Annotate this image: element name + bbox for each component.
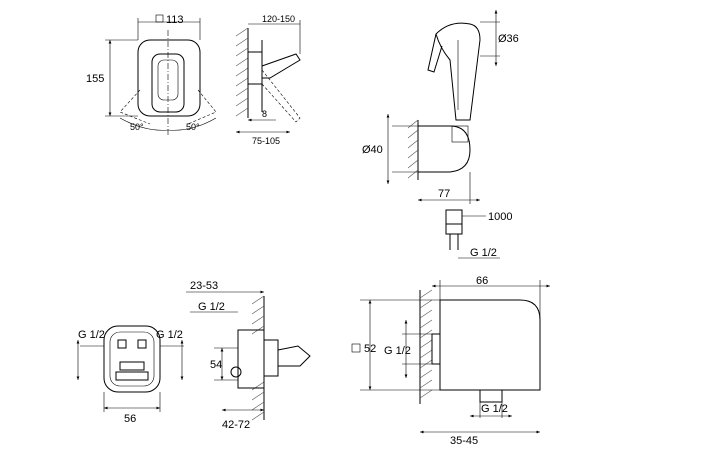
- body-thread-right-label: G 1/2: [156, 329, 183, 341]
- holder-clip: [451, 125, 469, 143]
- box-cartridge: [277, 345, 311, 367]
- outlet-nipple: [479, 389, 503, 403]
- outlet-wall-range-label: 35-45: [450, 435, 478, 447]
- handshower-diameter-label: Ø36: [498, 33, 519, 45]
- valve-plate: [137, 39, 201, 117]
- handshower-trigger: [427, 33, 443, 73]
- side-depth-label: 120-150: [262, 14, 295, 24]
- body-port-tr: [137, 339, 147, 349]
- lever-side: [261, 53, 301, 79]
- angle-arc-right: [167, 117, 217, 131]
- holder-depth-label: 77: [438, 188, 450, 200]
- box-wall-range-label: 42-72: [222, 419, 250, 431]
- lever-rotation-left: [119, 89, 151, 125]
- handshower-view: Ø36 Ø40 77: [362, 10, 519, 204]
- body-port-center: [119, 361, 145, 371]
- hose-view: 1000 G 1/2: [445, 209, 512, 259]
- lever-rotation-right: [187, 89, 217, 125]
- side-offset-label: 8: [262, 109, 267, 119]
- body-inner: [109, 331, 155, 387]
- valve-height-label: 155: [86, 73, 104, 85]
- wall-hatch: [235, 27, 249, 117]
- outlet-thread-in-label: G 1/2: [384, 345, 411, 357]
- box-body: [237, 329, 265, 389]
- wall-outlet-view: 66 52 G 1/2 G 1/2 35-45: [351, 275, 550, 447]
- angle-right-label: 50°: [186, 122, 200, 132]
- body-port-bottom: [115, 371, 149, 381]
- concealed-box-side-view: 23-53 G 1/2 54 42-72: [186, 280, 311, 431]
- outlet-thread-out-label: G 1/2: [481, 403, 508, 415]
- body-port-tl: [117, 339, 127, 349]
- valve-side-view: 120-150 8 75-105: [235, 14, 301, 146]
- hose-length-label: 1000: [488, 211, 512, 223]
- box-wall-hatch: [251, 295, 265, 421]
- hose-thread-label: G 1/2: [470, 247, 497, 259]
- holder-body: [418, 125, 471, 173]
- outlet-square-label: 52: [364, 343, 376, 355]
- box-sleeve: [263, 339, 279, 377]
- valve-width-label: 113: [166, 14, 184, 26]
- box-thread-label: G 1/2: [198, 301, 225, 313]
- handshower-head: [435, 22, 481, 121]
- body-outline: [103, 325, 161, 393]
- outlet-inlet-stub: [431, 333, 441, 365]
- body-width-label: 56: [124, 413, 136, 425]
- holder-wall-hatch: [407, 119, 419, 179]
- outlet-depth-label: 66: [476, 275, 488, 287]
- box-height-label: 54: [210, 359, 222, 371]
- holder-diameter-label: Ø40: [362, 144, 383, 156]
- concealed-body-front-view: G 1/2 G 1/2 56: [76, 325, 184, 425]
- angle-arc-left: [119, 117, 169, 131]
- box-inlet-port: [230, 366, 242, 378]
- box-depth-label: 23-53: [190, 280, 218, 292]
- body-thread-left-label: G 1/2: [78, 329, 105, 341]
- outlet-wall-hatch: [419, 289, 433, 399]
- outlet-body: [439, 299, 541, 391]
- valve-front-view: 113 155 50° 50°: [86, 14, 217, 136]
- square-symbol: [155, 14, 164, 23]
- hose-ferrule: [445, 223, 463, 235]
- side-wall-range-label: 75-105: [252, 136, 280, 146]
- lever-side-open: [261, 69, 301, 123]
- hose-nut: [445, 209, 463, 225]
- angle-left-label: 50°: [130, 122, 144, 132]
- valve-body-side: [247, 51, 263, 85]
- outlet-square-symbol: [351, 343, 361, 353]
